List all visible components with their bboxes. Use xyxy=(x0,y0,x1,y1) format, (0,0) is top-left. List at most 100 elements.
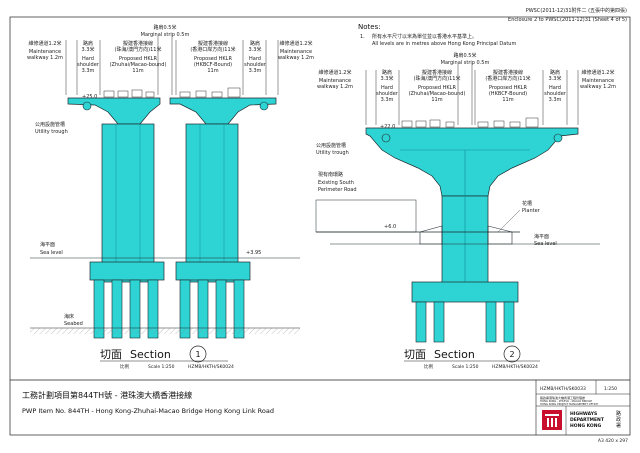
section-2: 路肩0.5米 Marginal strip 0.5m 維修通道1.2米 Main… xyxy=(315,52,616,370)
s2-road-en1: Existing South xyxy=(318,180,354,186)
s1-utility-trough-right xyxy=(259,101,269,111)
s2-deck xyxy=(365,127,579,197)
notes-title: Notes: xyxy=(358,23,381,31)
s2-pilecap xyxy=(411,281,519,303)
project-title-en: PWP Item No. 844TH - Hong Kong-Zhuhai-Ma… xyxy=(22,407,274,415)
s2-section-number: 2 xyxy=(509,350,514,359)
s1-shoulder-right-en3: 3.3m xyxy=(249,68,262,74)
s2-sea-en: Sea level xyxy=(534,241,557,247)
s2-shoulder-left-zh: 路肩 xyxy=(382,69,392,76)
hwy-en1: HIGHWAYS xyxy=(570,411,597,417)
s1-strip-zh: 路肩0.5米 xyxy=(154,24,177,31)
s2-lane-left-zh1: 擬建香港接線 xyxy=(422,69,452,76)
dept-en2: HONG KONG PROJECT MANAGEMENT OFFICE xyxy=(540,402,598,406)
s2-lane-left-en1: Proposed HKLR xyxy=(418,85,456,91)
s1-lane-left-en2: (Zhuhai/Macao-bound) xyxy=(110,62,167,68)
s1-pilecap-left xyxy=(89,261,165,281)
s2-shoulder-left-dim: 3.3米 xyxy=(381,75,394,82)
s1-scale-zh: 比例 xyxy=(120,363,129,370)
s1-seabed-zh: 海床 xyxy=(64,313,74,320)
dept-zh: 路政署港珠澳大橋香港工程管理處 xyxy=(540,395,585,400)
s1-lane-left-en1: Proposed HKLR xyxy=(119,56,157,62)
s2-level-ground: +6.0 xyxy=(384,224,396,230)
drawing-number: HZMB/HKTH/SK0033 xyxy=(540,386,586,392)
s2-strip-zh: 路肩0.5米 xyxy=(454,52,477,59)
s2-utility-en: Utility trough xyxy=(316,150,349,156)
s2-level-deck: +22.0 xyxy=(380,124,395,130)
s2-walkway-right-zh: 維修通道1.2米 xyxy=(582,69,615,76)
s2-lane-left-en3: 11m xyxy=(431,97,442,103)
s2-shoulder-right-dim: 3.3米 xyxy=(549,75,562,82)
s1-lane-right-en3: 11m xyxy=(207,68,218,74)
s2-shoulder-left-en3: 3.3m xyxy=(381,97,394,103)
hyd-logo xyxy=(542,410,562,430)
s1-level-deck: +25.0 xyxy=(82,94,97,100)
s1-shoulder-left-dim: 3.3米 xyxy=(82,46,95,53)
s1-shoulder-left-en1: Hard xyxy=(82,56,94,62)
s1-utility-zh: 公用設施管槽 xyxy=(35,121,65,128)
drawing-scale: 1:250 xyxy=(604,386,617,392)
s1-pier-lines xyxy=(115,124,225,282)
s1-shoulder-left-en2: shoulder xyxy=(77,62,100,68)
s1-pilecap-right xyxy=(175,261,251,281)
s1-shoulder-right-en1: Hard xyxy=(249,56,261,62)
s1-walkway-left-en1: Maintenance xyxy=(29,49,61,55)
s2-planter-zh: 花槽 xyxy=(522,200,532,207)
s2-lane-right-en1: Proposed HKLR xyxy=(489,85,527,91)
s2-planter xyxy=(419,225,443,245)
s1-lane-left-zh1: 擬建香港接線 xyxy=(123,40,153,47)
s1-walkway-right-en2: walkway 1.2m xyxy=(278,55,314,61)
s2-planter-right xyxy=(487,225,513,245)
s1-dimension-ticks xyxy=(65,36,279,95)
s2-shoulder-right-zh: 路肩 xyxy=(550,69,560,76)
s2-shoulder-right-en2: shoulder xyxy=(544,91,567,97)
s2-lane-right-en3: 11m xyxy=(502,97,513,103)
s2-utility-zh: 公用設施管槽 xyxy=(316,142,346,149)
header-ref-line2: Enclosure 2 to PWSC(2011-12)31 (Sheet 4 … xyxy=(508,17,627,23)
sheet-size: A3 420 x 297 xyxy=(598,438,628,444)
s1-pier-right xyxy=(185,123,239,283)
s1-lane-left-en3: 11m xyxy=(132,68,143,74)
s2-scale: Scale 1:250 xyxy=(452,364,479,370)
s1-walkway-left-zh: 維修通道1.2米 xyxy=(29,40,62,47)
s1-walkway-right-zh: 維修通道1.2米 xyxy=(280,40,313,47)
s2-lane-right-zh1: 擬建香港接線 xyxy=(493,69,523,76)
project-title-zh: 工務計劃項目第844TH號 - 港珠澳大橋香港接線 xyxy=(22,390,192,400)
s1-shoulder-left-en3: 3.3m xyxy=(82,68,95,74)
s2-scale-zh: 比例 xyxy=(424,363,433,370)
s1-sheet-ref: HZMB/HKTH/SK0024 xyxy=(188,364,234,370)
s1-sea-zh: 海平面 xyxy=(40,241,55,248)
s1-shoulder-right-zh: 路肩 xyxy=(250,40,260,47)
s2-existing-road xyxy=(315,199,417,233)
s1-shoulder-left-zh: 路肩 xyxy=(83,40,93,47)
hwy-zh3: 署 xyxy=(616,423,621,429)
s1-seabed-hatch xyxy=(30,328,300,334)
s1-pier-left xyxy=(101,123,155,283)
s2-shoulder-right-en1: Hard xyxy=(549,85,561,91)
notes-item-en: All levels are in metres above Hong Kong… xyxy=(372,41,516,47)
s2-strip-en: Marginal strip 0.5m xyxy=(441,60,490,66)
s1-lane-right-zh1: 擬建香港接線 xyxy=(198,40,228,47)
s2-planter-en: Planter xyxy=(522,208,541,214)
s1-section-number-circle xyxy=(189,345,207,363)
s1-lane-right-en1: Proposed HKLR xyxy=(194,56,232,62)
s1-deck-right xyxy=(169,97,277,125)
s1-utility-trough xyxy=(82,101,92,111)
s1-seabed-en: Seabed xyxy=(64,321,83,327)
s2-road-en2: Perimeter Road xyxy=(318,187,357,193)
s1-vehicles xyxy=(103,87,241,98)
s1-lane-right-zh2: (香港口岸方向)11米 xyxy=(190,46,235,53)
s1-shoulder-right-dim: 3.3米 xyxy=(249,46,262,53)
s2-utility-trough-right xyxy=(553,133,563,143)
s2-sea-zh: 海平面 xyxy=(534,233,549,240)
s2-walkway-left-en2: walkway 1.2m xyxy=(317,84,353,90)
s1-lane-right-en2: (HKBCF-Bound) xyxy=(194,62,232,68)
hwy-en2: DEPARTMENT xyxy=(570,417,605,423)
s1-level-water: +3.95 xyxy=(246,250,261,256)
hwy-zh2: 政 xyxy=(616,416,621,423)
s2-title-en: Section xyxy=(434,348,475,361)
s2-shoulder-left-en1: Hard xyxy=(381,85,393,91)
s2-walkway-left-zh: 維修通道1.2米 xyxy=(319,69,352,76)
dept-en1: HONG KONG - ZHUHAI - MACAO BRIDGE xyxy=(540,399,592,403)
